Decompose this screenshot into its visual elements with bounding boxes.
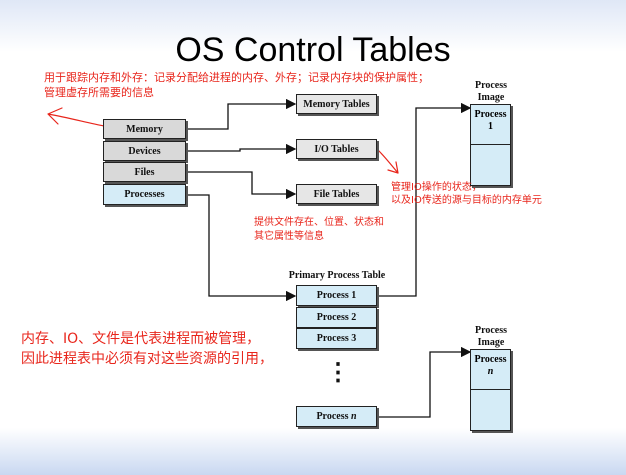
processes-to-process-table-arrow xyxy=(186,194,297,302)
process-n-prefix: Process xyxy=(316,411,351,422)
process-image-bottom-header: Process Image xyxy=(466,325,516,349)
memory-tables-box: Memory Tables xyxy=(296,94,377,114)
memory-annotation-line1: 用于跟踪内存和外存：记录分配给进程的内存、外存；记录内存块的保护属性； xyxy=(44,71,429,84)
process-annotation-line2: 因此进程表中必须有对这些资源的引用， xyxy=(21,351,273,367)
process-table-ellipsis: ⋮ xyxy=(326,360,350,386)
process-image-bottom-inner-line2: n xyxy=(487,366,494,377)
processn-to-image-arrow xyxy=(378,346,472,418)
process-image-top-header-line1: Process xyxy=(474,80,508,91)
process-table-row-n: Process n xyxy=(296,406,377,427)
process-image-top-inner-line1: Process xyxy=(474,109,507,120)
memory-box: Memory xyxy=(103,119,186,139)
process1-to-image-arrow xyxy=(378,102,472,297)
files-to-file-tables-arrow xyxy=(186,171,297,200)
process-image-bottom-header-line2: Image xyxy=(477,337,505,348)
process-image-bottom-header-line1: Process xyxy=(474,325,508,336)
io-annotation: 管理IO操作的状态， 以及IO传送的源与目标的内存单元 xyxy=(391,181,542,207)
process-image-top-header-line2: Image xyxy=(477,92,505,103)
devices-to-io-tables-arrow xyxy=(186,143,297,155)
file-tables-box: File Tables xyxy=(296,184,377,204)
slide-bottom-band xyxy=(0,428,626,475)
process-image-bottom-inner-line1: Process xyxy=(474,354,507,365)
process-table-row: Process 2 xyxy=(296,307,377,328)
memory-annotation-line2: 管理虚存所需要的信息 xyxy=(44,86,154,99)
memory-to-memory-tables-arrow xyxy=(186,98,297,130)
process-annotation-line1: 内存、IO、文件是代表进程而被管理， xyxy=(21,331,261,347)
process-image-bottom: Process n xyxy=(470,349,511,431)
memory-annotation: 用于跟踪内存和外存：记录分配给进程的内存、外存；记录内存块的保护属性； 管理虚存… xyxy=(44,70,429,100)
primary-process-table-label: Primary Process Table xyxy=(288,270,386,281)
process-image-top-inner-line2: 1 xyxy=(488,121,493,132)
io-tables-box: I/O Tables xyxy=(296,139,377,159)
slide-top-band xyxy=(0,0,626,52)
devices-box: Devices xyxy=(103,141,186,161)
red-arrow-memory xyxy=(47,107,105,127)
process-image-top: Process 1 xyxy=(470,104,511,186)
io-annotation-line2: 以及IO传送的源与目标的内存单元 xyxy=(391,195,542,206)
io-annotation-line1: 管理IO操作的状态， xyxy=(391,182,482,193)
files-box: Files xyxy=(103,162,186,182)
slide-title: OS Control Tables xyxy=(175,31,451,69)
file-annotation-line2: 其它属性等信息 xyxy=(254,231,324,242)
process-image-top-header: Process Image xyxy=(466,80,516,104)
process-image-top-inner: Process 1 xyxy=(471,105,510,145)
process-annotation: 内存、IO、文件是代表进程而被管理， 因此进程表中必须有对这些资源的引用， xyxy=(21,329,273,369)
process-image-bottom-inner: Process n xyxy=(471,350,510,390)
processes-box: Processes xyxy=(103,184,186,205)
process-table-row: Process 3 xyxy=(296,328,377,349)
file-annotation-line1: 提供文件存在、位置、状态和 xyxy=(254,217,384,228)
process-n-index: n xyxy=(350,411,357,422)
red-arrow-io xyxy=(377,149,399,174)
file-annotation: 提供文件存在、位置、状态和 其它属性等信息 xyxy=(254,216,384,244)
process-table-row: Process 1 xyxy=(296,285,377,306)
